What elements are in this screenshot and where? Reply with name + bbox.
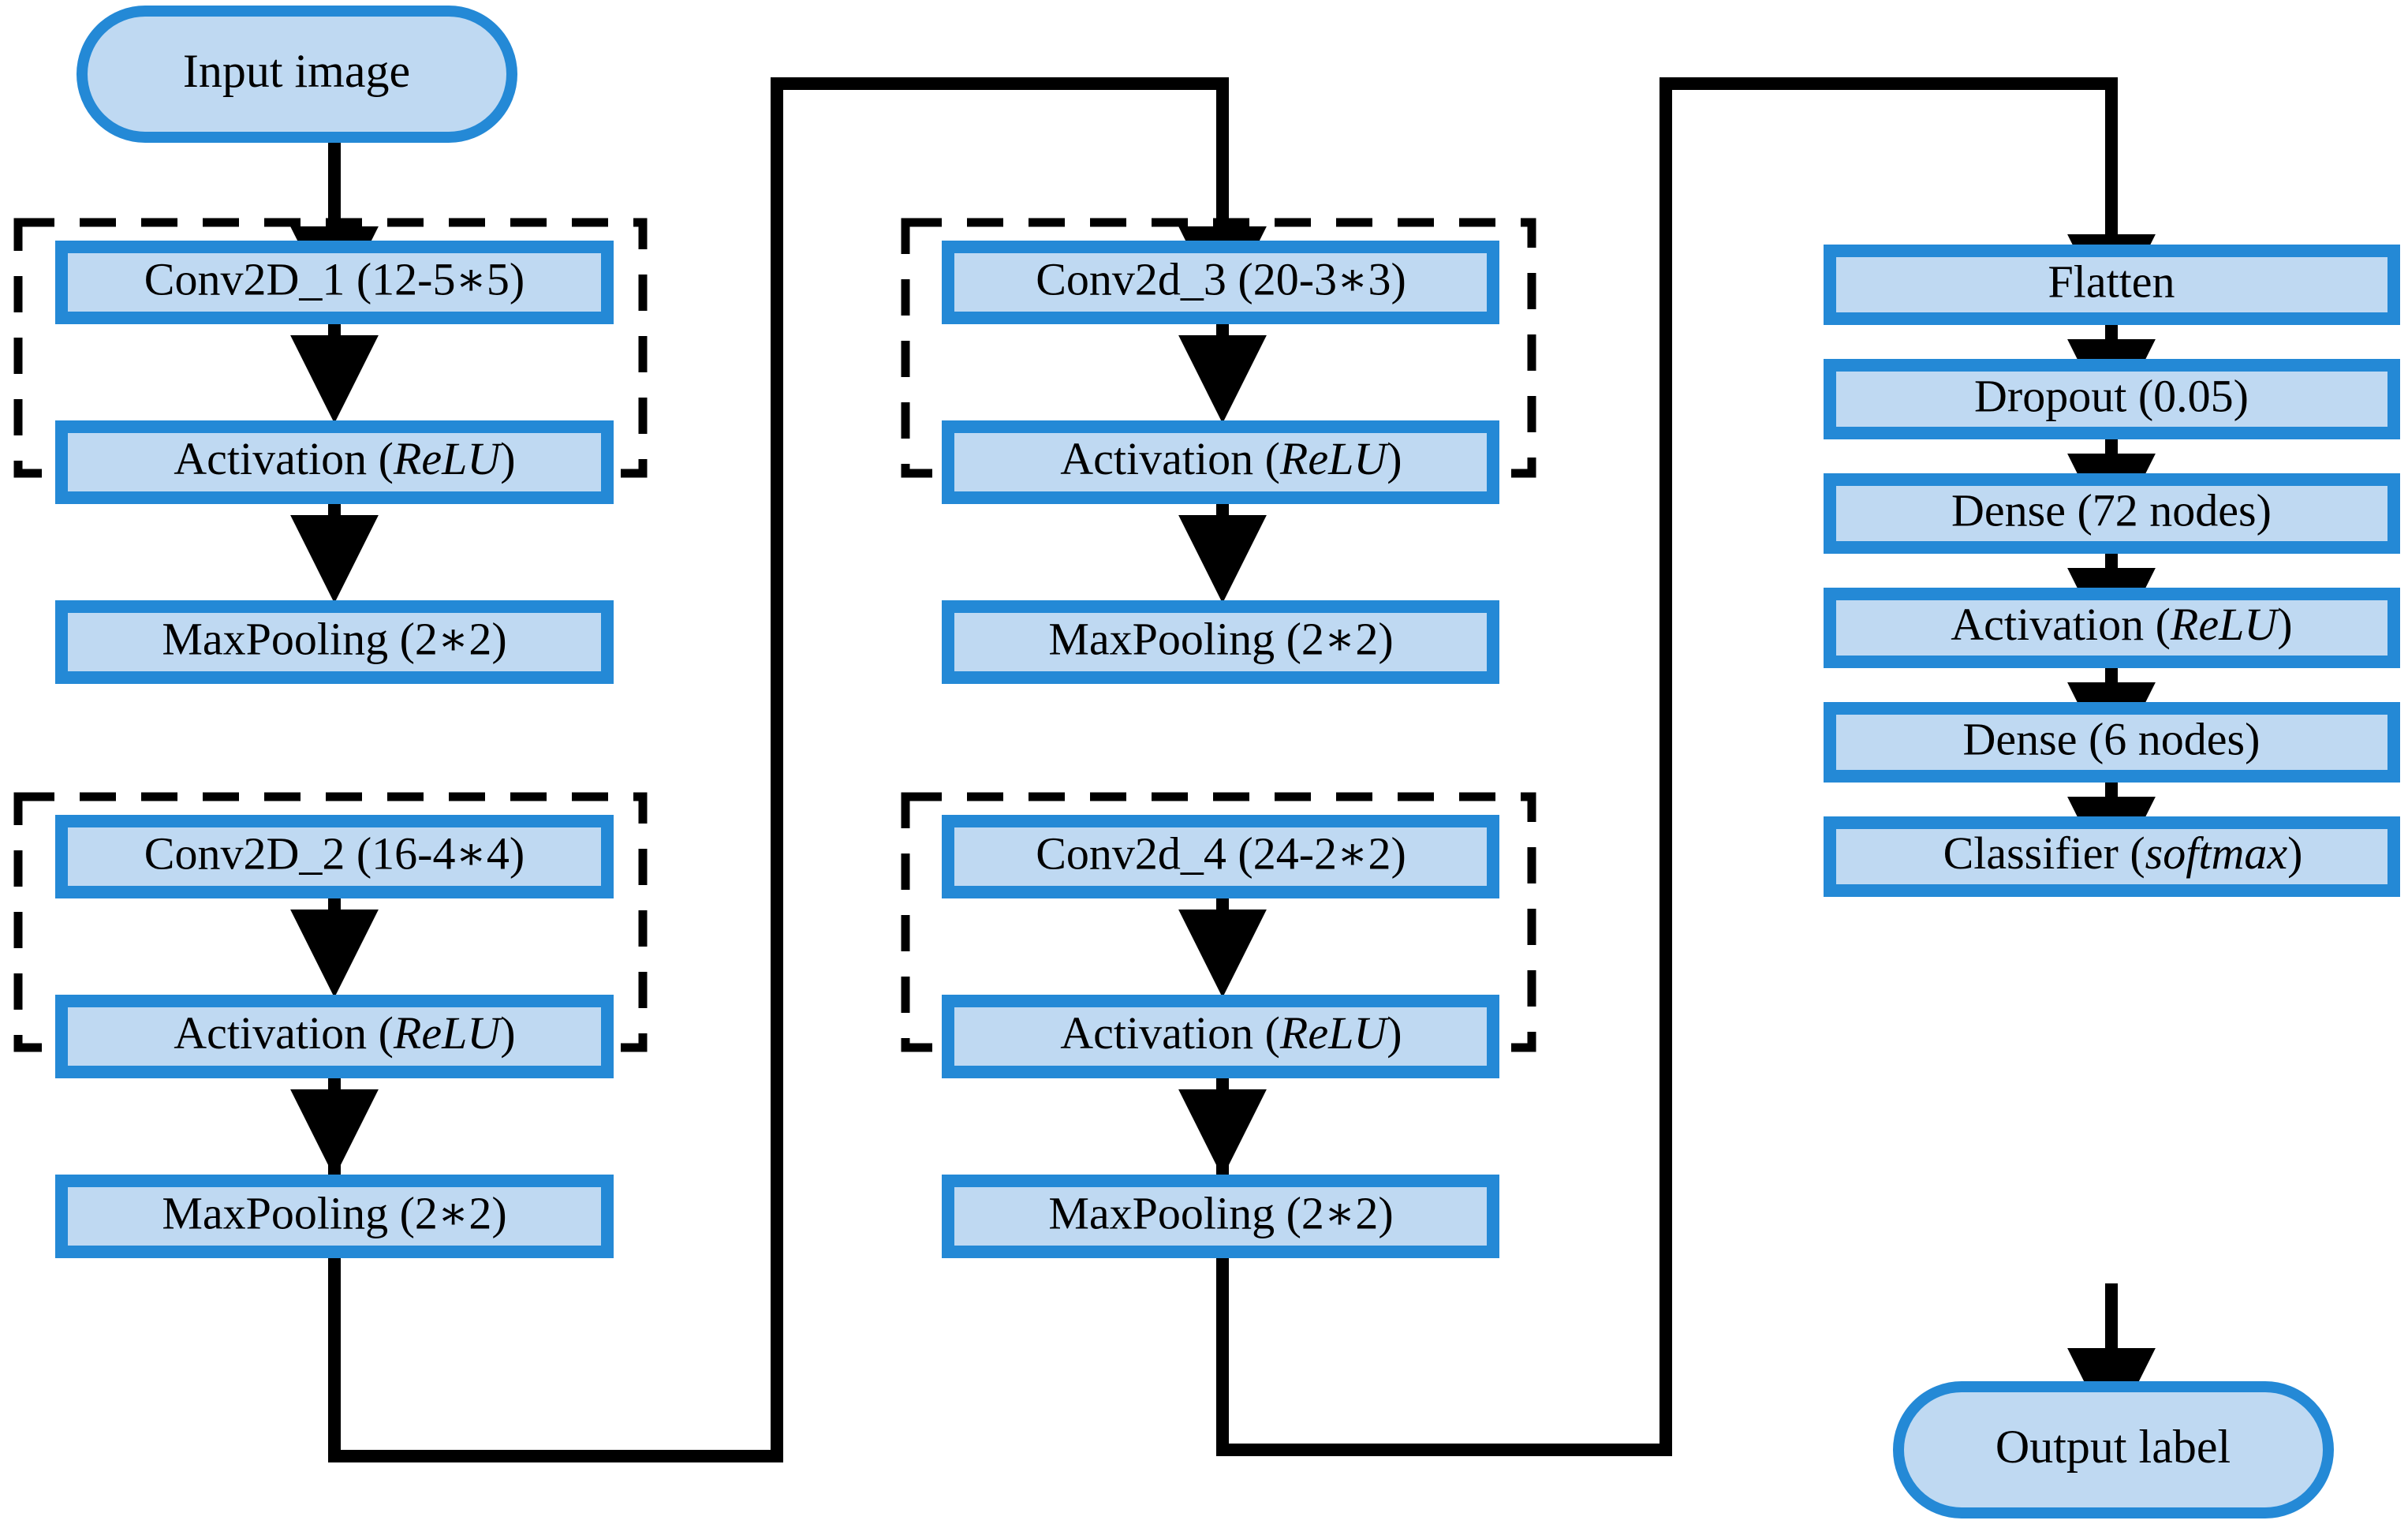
input-image-shape: [77, 6, 517, 143]
activation-2-prefix: Activation (: [174, 1007, 394, 1059]
edge-col1-to-col2: [328, 77, 1267, 1462]
activation-5-label: Activation (ReLU): [1850, 599, 2373, 650]
maxpooling-4-label: MaxPooling (2∗2): [1048, 1187, 1393, 1238]
node-activation-3: Activation (ReLU): [942, 420, 1499, 504]
node-conv2d-4: Conv2d_4 (24-2∗2): [942, 815, 1499, 898]
classifier-label: Classifier (softmax): [1840, 827, 2383, 879]
node-classifier: Classifier (softmax): [1824, 816, 2400, 897]
node-dropout: Dropout (0.05): [1824, 359, 2400, 439]
activation-4-suffix: ): [1387, 1007, 1402, 1059]
classifier-italic: softmax: [2145, 827, 2288, 879]
node-dense-6: Dense (6 nodes): [1824, 702, 2400, 783]
dropout-label: Dropout (0.05): [1974, 370, 2249, 421]
activation-2-shape: [55, 995, 614, 1078]
maxpooling-2-label: MaxPooling (2∗2): [162, 1187, 506, 1238]
activation-1-shape: [55, 420, 614, 504]
activation-2-suffix: ): [500, 1007, 515, 1059]
node-conv2d-2: Conv2D_2 (16-4∗4): [55, 815, 614, 898]
node-activation-1: Activation (ReLU): [55, 420, 614, 504]
node-input-image: Input image: [77, 6, 517, 143]
activation-3-suffix: ): [1387, 433, 1402, 484]
node-flatten: Flatten: [1824, 245, 2400, 325]
classifier-suffix: ): [2287, 827, 2302, 879]
node-maxpooling-4: MaxPooling (2∗2): [942, 1175, 1499, 1258]
dense-72-shape: [1824, 473, 2400, 554]
edge-col2-to-col3: [1216, 77, 2156, 1456]
activation-3-italic: ReLU: [1279, 433, 1390, 484]
activation-3-prefix: Activation (: [1060, 433, 1280, 484]
dense-6-shape: [1824, 702, 2400, 783]
conv2d-4-shape: [942, 815, 1499, 898]
flatten-shape: [1824, 245, 2400, 325]
dense-6-label: Dense (6 nodes): [1963, 713, 2261, 764]
activation-2-label: Activation (ReLU): [73, 1007, 595, 1059]
node-conv2d-3: Conv2d_3 (20-3∗3): [942, 241, 1499, 324]
activation-5-italic: ReLU: [2170, 599, 2280, 650]
node-maxpooling-3: MaxPooling (2∗2): [942, 600, 1499, 684]
conv2d-2-label: Conv2D_2 (16-4∗4): [144, 827, 525, 879]
activation-5-prefix: Activation (: [1951, 599, 2171, 650]
activation-4-label: Activation (ReLU): [960, 1007, 1482, 1059]
classifier-shape: [1824, 816, 2400, 897]
node-conv2d-1: Conv2D_1 (12-5∗5): [55, 241, 614, 324]
node-maxpooling-1: MaxPooling (2∗2): [55, 600, 614, 684]
activation-1-prefix: Activation (: [174, 433, 394, 484]
flatten-label: Flatten: [2048, 256, 2175, 307]
output-label-shape: [1893, 1381, 2334, 1518]
maxpooling-1-shape: [55, 600, 614, 684]
conv2d-1-label: Conv2D_1 (12-5∗5): [144, 253, 525, 304]
dropout-shape: [1824, 359, 2400, 439]
dense-72-label: Dense (72 nodes): [1951, 484, 2272, 536]
node-activation-4: Activation (ReLU): [942, 995, 1499, 1078]
conv2d-2-shape: [55, 815, 614, 898]
node-activation-2: Activation (ReLU): [55, 995, 614, 1078]
activation-5-shape: [1824, 588, 2400, 668]
conv2d-3-label: Conv2d_3 (20-3∗3): [1036, 253, 1406, 304]
activation-1-suffix: ): [500, 433, 515, 484]
input-image-label: Input image: [183, 45, 410, 97]
maxpooling-2-shape: [55, 1175, 614, 1258]
maxpooling-3-shape: [942, 600, 1499, 684]
conv2d-4-label: Conv2d_4 (24-2∗2): [1036, 827, 1406, 879]
node-dense-72: Dense (72 nodes): [1824, 473, 2400, 554]
maxpooling-1-label: MaxPooling (2∗2): [162, 613, 506, 664]
node-activation-5: Activation (ReLU): [1824, 588, 2400, 668]
conv2d-1-shape: [55, 241, 614, 324]
maxpooling-3-label: MaxPooling (2∗2): [1048, 613, 1393, 664]
node-output-label: Output label: [1893, 1381, 2334, 1518]
activation-3-shape: [942, 420, 1499, 504]
conv2d-3-shape: [942, 241, 1499, 324]
activation-1-italic: ReLU: [393, 433, 503, 484]
node-maxpooling-2: MaxPooling (2∗2): [55, 1175, 614, 1258]
activation-1-label: Activation (ReLU): [73, 433, 595, 484]
activation-2-italic: ReLU: [393, 1007, 503, 1059]
classifier-prefix: Classifier (: [1943, 827, 2145, 879]
activation-4-shape: [942, 995, 1499, 1078]
activation-4-italic: ReLU: [1279, 1007, 1390, 1059]
output-label-text: Output label: [1995, 1421, 2231, 1473]
activation-3-label: Activation (ReLU): [960, 433, 1482, 484]
activation-4-prefix: Activation (: [1060, 1007, 1280, 1059]
maxpooling-4-shape: [942, 1175, 1499, 1258]
activation-5-suffix: ): [2277, 599, 2292, 650]
